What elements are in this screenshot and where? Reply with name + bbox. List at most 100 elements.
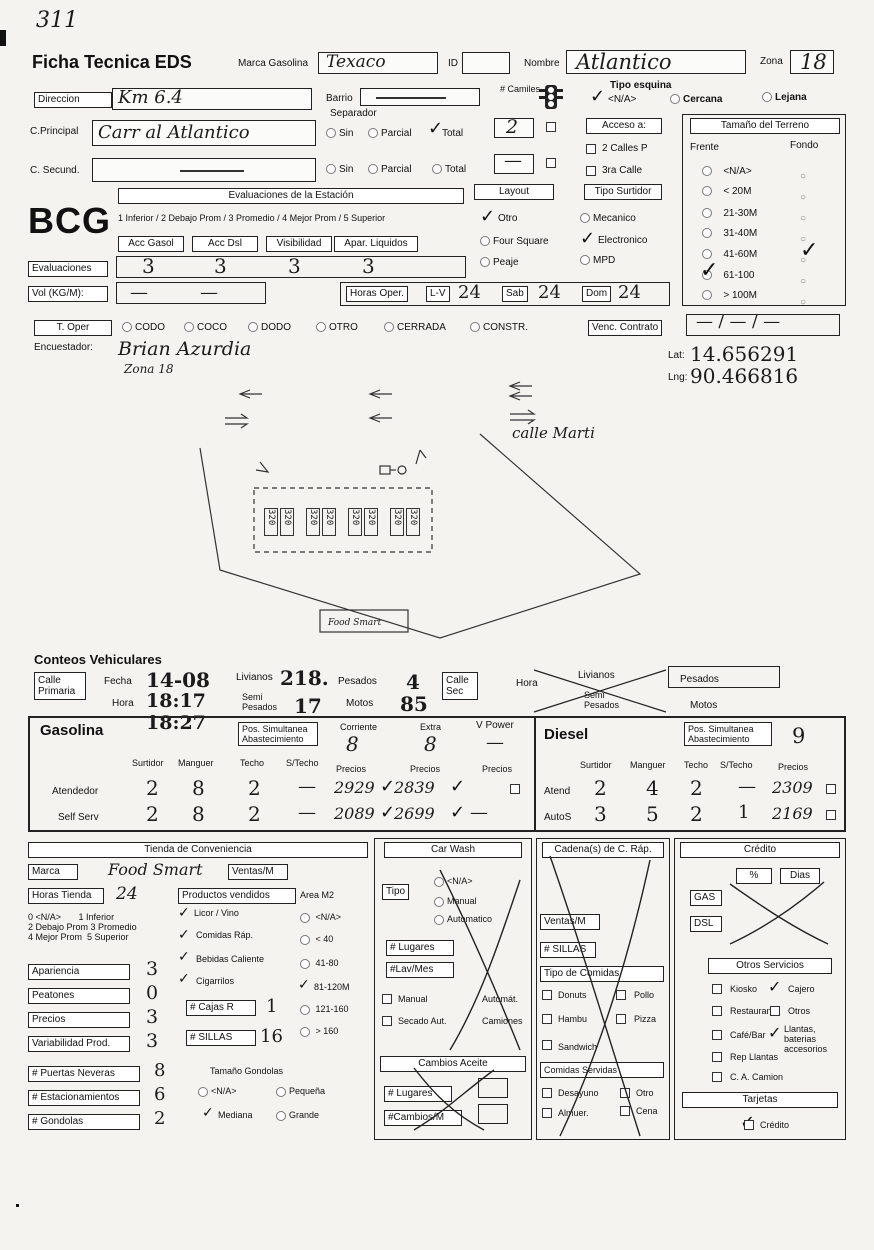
tamano-opt-4[interactable]: 41-60M xyxy=(702,249,757,261)
tamano-opt-1[interactable]: < 20M xyxy=(702,186,751,198)
tamano-opt-0[interactable]: <N/A> xyxy=(702,166,752,178)
area-opt[interactable]: 121-160 xyxy=(300,1004,349,1015)
gas-cell: 2 xyxy=(248,776,261,800)
layout-otro[interactable]: Otro xyxy=(498,213,518,224)
gondola-opt[interactable]: <N/A> xyxy=(198,1086,237,1097)
direccion-field[interactable] xyxy=(112,88,312,110)
toper-dodo[interactable]: DODO xyxy=(248,322,291,334)
otros-cb[interactable] xyxy=(712,1052,722,1062)
surtidor-mpd[interactable]: MPD xyxy=(580,255,615,267)
gondola-opt[interactable]: Mediana xyxy=(218,1110,253,1120)
id-field[interactable] xyxy=(462,52,510,74)
otros-opt: Llantas, baterias accesorios xyxy=(784,1024,828,1054)
eval-value-0: 3 xyxy=(142,254,155,278)
area-opt[interactable]: 81-120M xyxy=(314,982,350,992)
sketch-store-label: Food Smart xyxy=(328,618,382,628)
marca-field[interactable] xyxy=(318,52,438,74)
gondola-opt[interactable]: Grande xyxy=(276,1110,319,1121)
productos-label: Productos vendidos xyxy=(178,888,296,904)
tipo-esquina-lejana[interactable]: Lejana xyxy=(762,92,807,104)
sep2-parcial[interactable]: Parcial xyxy=(368,164,412,176)
tamano-opt-3[interactable]: 31-40M xyxy=(702,228,757,240)
area-opt[interactable]: < 40 xyxy=(300,934,333,945)
camiles-checkbox[interactable] xyxy=(546,122,556,132)
cadena-cb[interactable] xyxy=(542,1040,552,1050)
cprincipal-field[interactable] xyxy=(92,120,316,146)
carwash-manual-cb[interactable] xyxy=(382,994,392,1004)
venc-value: — / — / — xyxy=(696,312,781,332)
producto-bebidas[interactable]: Bebidas Caliente xyxy=(196,954,265,964)
cadena-cb[interactable] xyxy=(542,1108,552,1118)
tipo-esquina-na[interactable]: <N/A> xyxy=(608,94,637,105)
carwash-tipo-opt[interactable]: <N/A> xyxy=(434,876,473,887)
aceite-cambios-field[interactable] xyxy=(478,1104,508,1124)
tamano-opt-6[interactable]: > 100M xyxy=(702,290,757,302)
cadena-cb[interactable] xyxy=(620,1106,630,1116)
carwash-tipo-opt[interactable]: Manual xyxy=(434,896,477,907)
id-label: ID xyxy=(448,58,458,69)
cadena-cb[interactable] xyxy=(542,1014,552,1024)
pesados2-field[interactable] xyxy=(668,666,780,688)
sep2-sin[interactable]: Sin xyxy=(326,164,353,176)
producto-cigarrilos[interactable]: Cigarrilos xyxy=(196,976,235,986)
zona-field[interactable] xyxy=(790,50,834,74)
otros-cb[interactable] xyxy=(770,1006,780,1016)
surtidor-electronico[interactable]: Electronico xyxy=(598,235,648,246)
toper-codo[interactable]: CODO xyxy=(122,322,165,334)
credito-dsl-label: DSL xyxy=(690,916,722,932)
area-opt[interactable]: > 160 xyxy=(300,1026,338,1037)
sep2-total[interactable]: Total xyxy=(432,164,466,176)
pump-label: 320 xyxy=(348,508,362,536)
carwash-secado-cb[interactable] xyxy=(382,1016,392,1026)
sep-parcial[interactable]: Parcial xyxy=(368,128,412,140)
tarjeta-cb[interactable] xyxy=(744,1120,754,1130)
vol-value-0: — xyxy=(130,282,148,303)
fondo-radios[interactable]: ○○○○○○○ xyxy=(800,171,807,308)
cadena-cb[interactable] xyxy=(616,1014,626,1024)
otros-cb[interactable] xyxy=(712,1030,722,1040)
otros-opt: Otros xyxy=(788,1006,811,1016)
surtidor-mecanico[interactable]: Mecanico xyxy=(580,213,636,225)
camiles2-checkbox[interactable] xyxy=(546,158,556,168)
toper-cerrada[interactable]: CERRADA xyxy=(384,322,446,334)
area-opt[interactable]: 41-80 xyxy=(300,958,339,969)
layout-peaje[interactable]: Peaje xyxy=(480,257,519,269)
camiles-field[interactable] xyxy=(494,118,534,138)
venc-field[interactable] xyxy=(686,314,840,336)
gas-checkbox[interactable] xyxy=(510,784,520,794)
page-number: 311 xyxy=(36,8,78,33)
toper-otro[interactable]: OTRO xyxy=(316,322,358,334)
tipo-esquina-cercana[interactable]: Cercana xyxy=(670,94,722,106)
acceso-2calles-checkbox[interactable] xyxy=(586,144,596,154)
cadena-cb[interactable] xyxy=(616,990,626,1000)
gondola-opt[interactable]: Pequeña xyxy=(276,1086,325,1097)
toper-coco[interactable]: COCO xyxy=(184,322,227,334)
producto-comidas[interactable]: Comidas Ráp. xyxy=(196,930,254,940)
nombre-field[interactable] xyxy=(566,50,746,74)
toper-constr[interactable]: CONSTR. xyxy=(470,322,528,334)
producto-licor[interactable]: Licor / Vino xyxy=(194,908,239,918)
cadena-cb[interactable] xyxy=(542,1088,552,1098)
acceso-3ra-checkbox[interactable] xyxy=(586,166,596,176)
sep-total[interactable]: Total xyxy=(442,128,464,139)
otros-cb[interactable] xyxy=(712,1006,722,1016)
tamano-opt-2[interactable]: 21-30M xyxy=(702,208,757,220)
sep-sin[interactable]: Sin xyxy=(326,128,353,140)
csecund-dash xyxy=(180,170,244,172)
tamano-opt-5[interactable]: 61-100 xyxy=(702,270,754,282)
layout-four-square[interactable]: Four Square xyxy=(480,236,549,248)
dsl-col-stecho: S/Techo xyxy=(720,760,753,770)
cadena-tipo-opt: Pollo xyxy=(634,990,655,1000)
cadena-cb[interactable] xyxy=(542,990,552,1000)
camiles2-field[interactable] xyxy=(494,154,534,174)
motos-value: 85 xyxy=(400,692,428,716)
otros-cb[interactable] xyxy=(712,1072,722,1082)
bebidas-check: ✓ xyxy=(178,949,190,965)
area-opt[interactable]: <N/A> xyxy=(300,912,341,923)
carwash-tipo-opt[interactable]: Automatico xyxy=(434,914,492,925)
dsl-checkbox[interactable] xyxy=(826,784,836,794)
otros-cb[interactable] xyxy=(712,984,722,994)
aceite-lugares-field[interactable] xyxy=(478,1078,508,1098)
dsl-checkbox[interactable] xyxy=(826,810,836,820)
